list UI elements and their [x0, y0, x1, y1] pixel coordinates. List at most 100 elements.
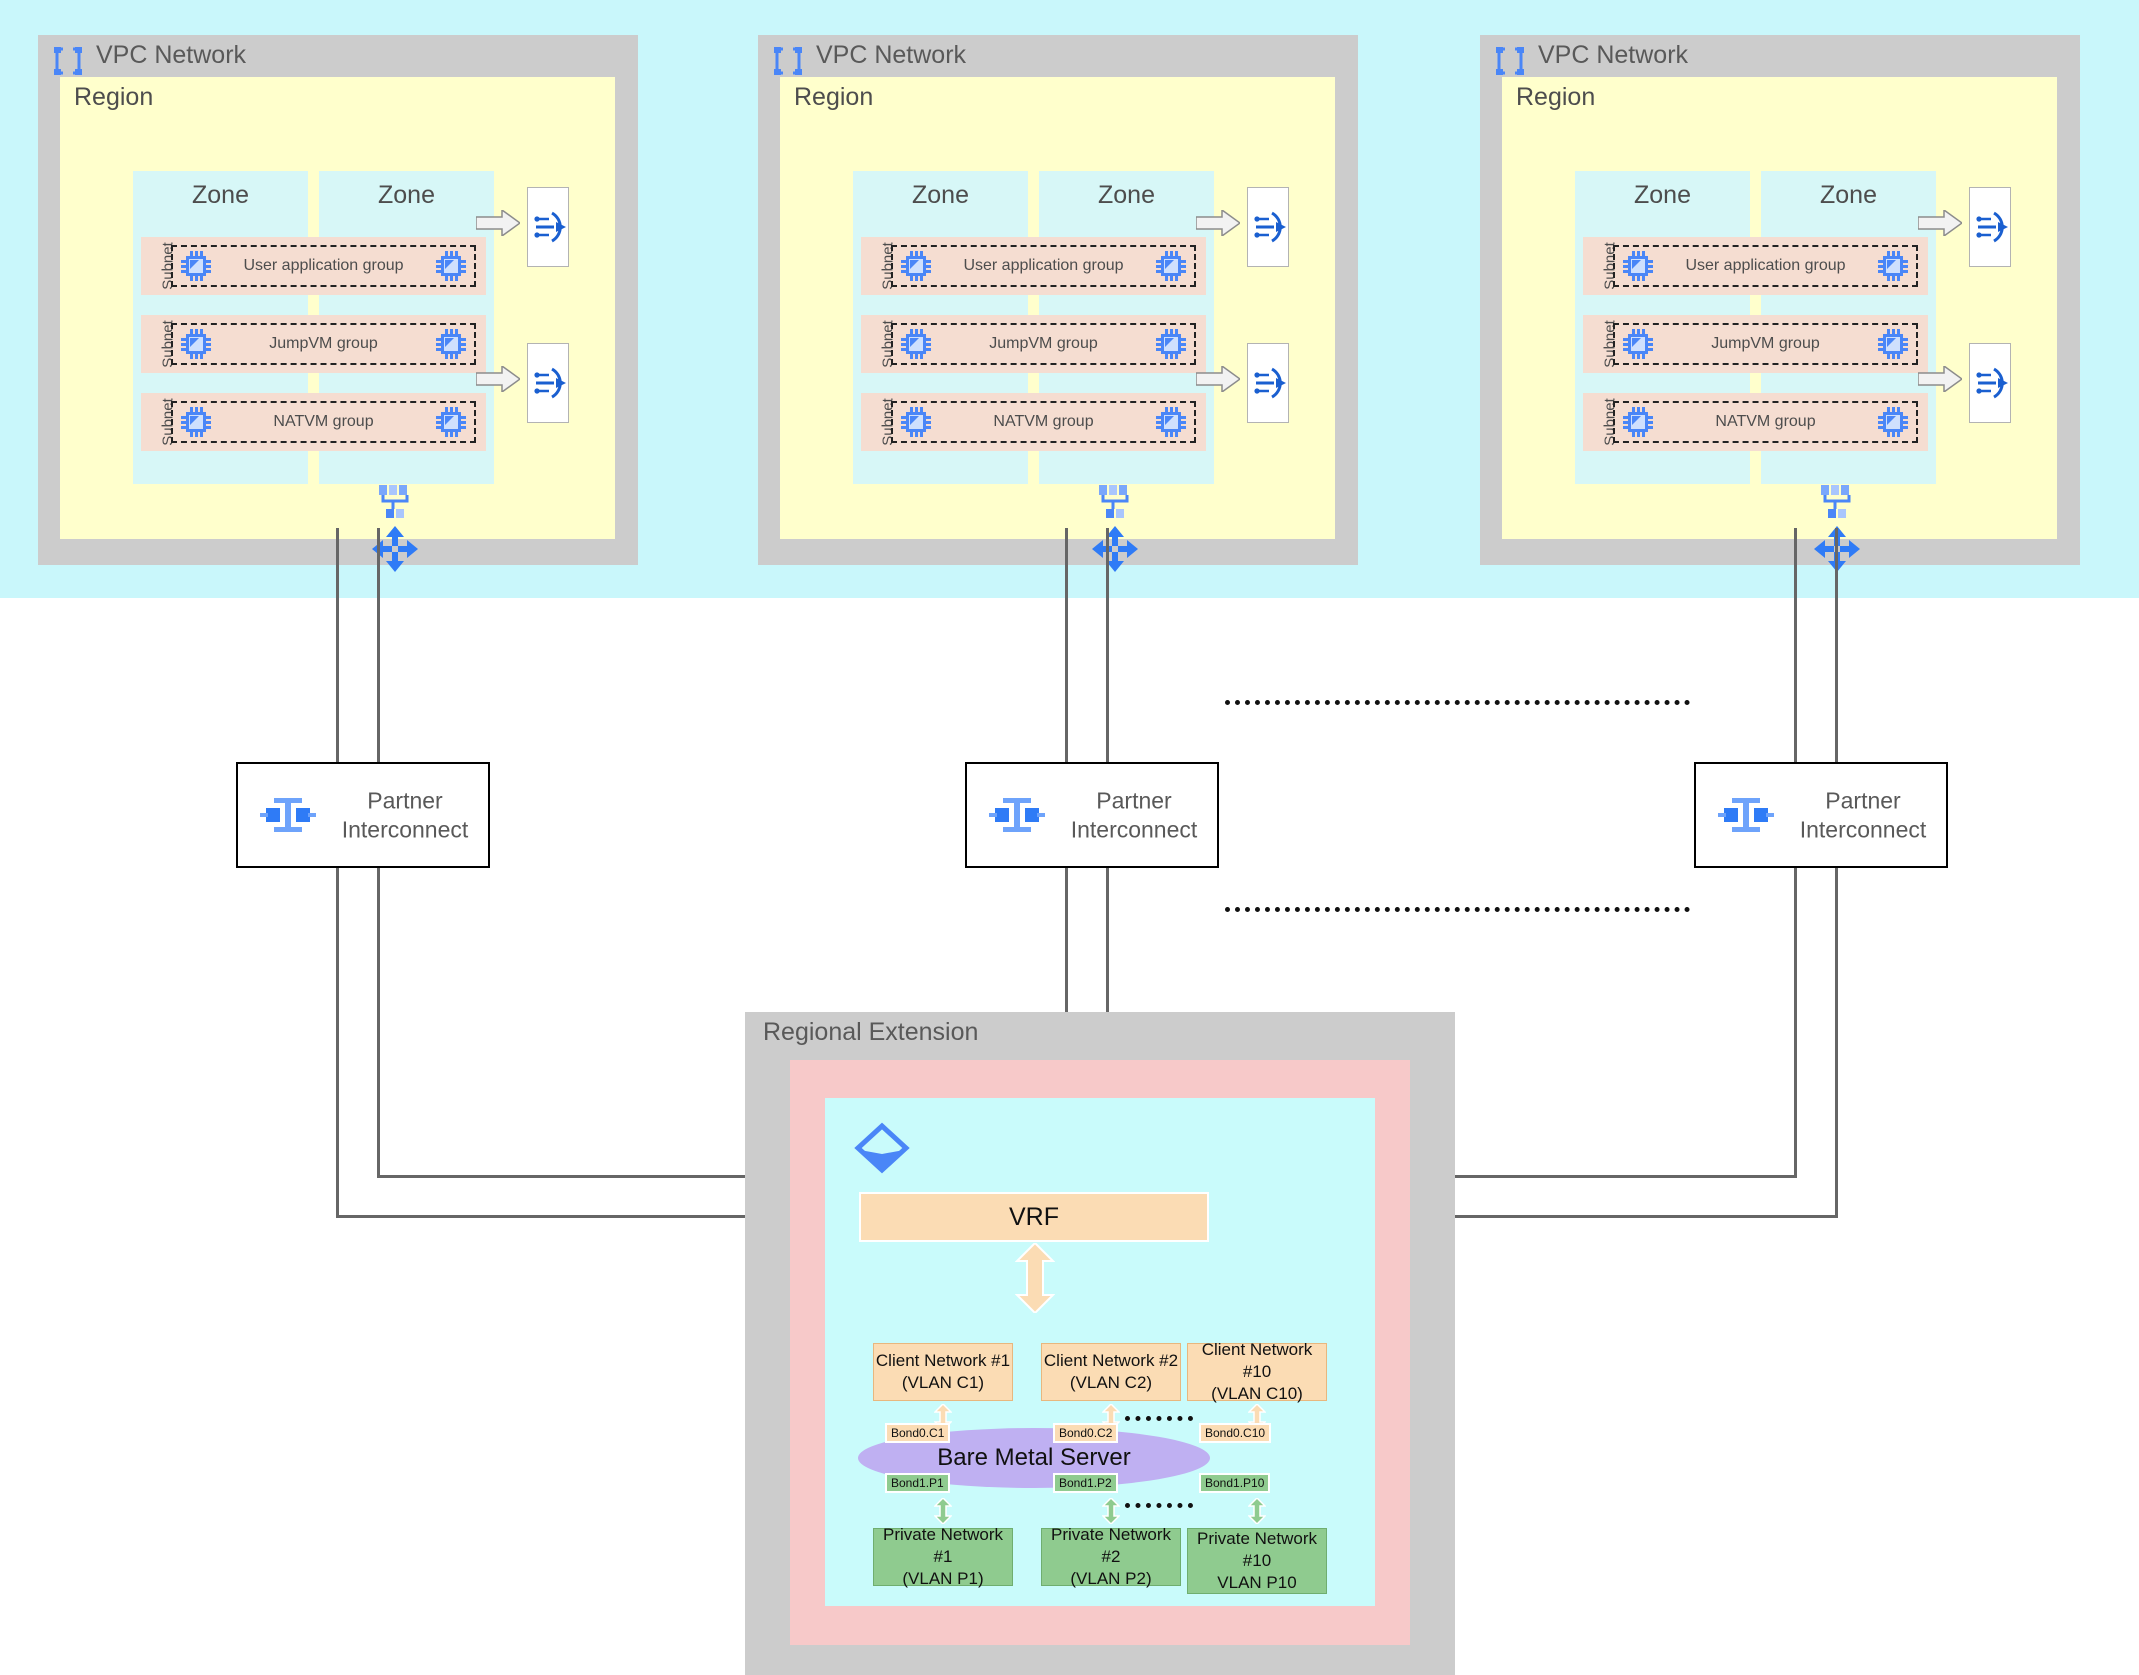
client-bond-label-3: Bond0.C10	[1199, 1423, 1272, 1443]
private-network-3[interactable]: Private Network #10 VLAN P10	[1187, 1528, 1327, 1594]
traffic-arrow	[1917, 208, 1964, 238]
network-hub-icon	[375, 485, 415, 521]
instance-group-label: JumpVM group	[1711, 335, 1820, 352]
vrf-box[interactable]: VRF	[859, 1192, 1209, 1242]
private-bond-label-3: Bond1.P10	[1199, 1473, 1271, 1493]
subnet-2-1: Subnet User application group	[861, 237, 1206, 295]
vm-chip-icon	[1878, 251, 1908, 281]
gateway-box-3-bottom[interactable]	[1969, 343, 2011, 423]
link-pi3-b	[1835, 868, 1838, 1218]
dotted-separator-bottom	[1225, 907, 1690, 912]
instance-group-1-2[interactable]: JumpVM group	[171, 323, 476, 365]
vm-chip-icon	[181, 407, 211, 437]
zone-label: Zone	[912, 181, 969, 209]
instance-group-label: User application group	[1685, 257, 1846, 274]
regional-extension-inner-cyan: VRF Client Network #1 (VLAN C1) Client N…	[825, 1098, 1375, 1606]
partner-interconnect-2[interactable]: Partner Interconnect	[965, 762, 1219, 868]
instance-group-label: NATVM group	[273, 413, 374, 430]
vm-chip-icon	[1878, 407, 1908, 437]
gateway-box-2-bottom[interactable]	[1247, 343, 1289, 423]
traffic-arrow	[1195, 364, 1242, 394]
client-ellipsis	[1125, 1416, 1193, 1421]
private-network-line2: #10	[1242, 1550, 1272, 1570]
instance-group-1-3[interactable]: NATVM group	[171, 401, 476, 443]
vpc-network-1: VPC Network Region Zone Zone Subnet User…	[38, 35, 638, 572]
link-vpc1-a	[336, 528, 339, 762]
regional-extension-inner-pink: VRF Client Network #1 (VLAN C1) Client N…	[790, 1060, 1410, 1645]
private-bond-arrow-1	[933, 1496, 953, 1526]
dotted-separator-top	[1225, 700, 1690, 705]
client-network-line1: Client Network #1	[875, 1350, 1011, 1370]
network-hub-icon	[1817, 485, 1857, 521]
region-3: Region Zone Zone Subnet User application…	[1502, 77, 2057, 539]
gateway-box-1-bottom[interactable]	[527, 343, 569, 423]
instance-group-label: User application group	[243, 257, 404, 274]
vpc-network-title: VPC Network	[1538, 41, 1689, 69]
vpc-network-title: VPC Network	[816, 41, 967, 69]
private-network-line1: Private Network #1	[883, 1524, 1003, 1566]
private-network-2[interactable]: Private Network #2 (VLAN P2)	[1041, 1525, 1181, 1588]
cloud-router-icon	[1092, 526, 1138, 572]
private-network-1[interactable]: Private Network #1 (VLAN P1)	[873, 1524, 1013, 1589]
vm-chip-icon	[436, 407, 466, 437]
private-bond-arrow-3	[1247, 1496, 1267, 1526]
client-network-3[interactable]: Client Network #10 (VLAN C10)	[1187, 1339, 1327, 1403]
region-2: Region Zone Zone Subnet User application…	[780, 77, 1335, 539]
vpc-network-icon	[772, 45, 804, 77]
region-title: Region	[74, 83, 154, 111]
pi-label-line2: Interconnect	[1799, 816, 1927, 842]
link-pi3-a-h	[1320, 1175, 1797, 1178]
partner-interconnect-icon	[989, 792, 1045, 838]
zone-label: Zone	[1634, 181, 1691, 209]
instance-group-3-3[interactable]: NATVM group	[1613, 401, 1918, 443]
vpc-network-icon	[1494, 45, 1526, 77]
instance-group-1-1[interactable]: User application group	[171, 245, 476, 287]
link-vpc2-b	[1106, 528, 1109, 762]
cloud-router-icon	[372, 526, 418, 572]
vm-chip-icon	[436, 329, 466, 359]
vm-chip-icon	[901, 251, 931, 281]
gateway-box-1-top[interactable]	[527, 187, 569, 267]
vm-chip-icon	[436, 251, 466, 281]
regional-extension: Regional Extension VRF	[745, 1012, 1455, 1675]
vrf-client-bidir-arrow	[1014, 1241, 1056, 1315]
vm-chip-icon	[1156, 407, 1186, 437]
vm-chip-icon	[1878, 329, 1908, 359]
client-network-line1: Client Network #10	[1201, 1339, 1313, 1381]
vm-chip-icon	[181, 329, 211, 359]
vpc-network-icon	[52, 45, 84, 77]
zone-label: Zone	[378, 181, 435, 209]
vm-chip-icon	[1623, 251, 1653, 281]
instance-group-label: NATVM group	[993, 413, 1094, 430]
instance-group-3-1[interactable]: User application group	[1613, 245, 1918, 287]
partner-interconnect-1[interactable]: Partner Interconnect	[236, 762, 490, 868]
gateway-box-2-top[interactable]	[1247, 187, 1289, 267]
link-pi1-b	[377, 868, 380, 1178]
private-network-line2: (VLAN P1)	[902, 1569, 984, 1589]
instance-group-3-2[interactable]: JumpVM group	[1613, 323, 1918, 365]
layers-stack-icon	[852, 1120, 912, 1180]
link-vpc3-b	[1835, 528, 1838, 762]
partner-interconnect-3[interactable]: Partner Interconnect	[1694, 762, 1948, 868]
client-bond-label-1: Bond0.C1	[885, 1423, 951, 1443]
pi-label-line1: Partner	[1096, 787, 1172, 814]
zone-label: Zone	[1098, 181, 1155, 209]
instance-group-2-2[interactable]: JumpVM group	[891, 323, 1196, 365]
instance-group-label: NATVM group	[1715, 413, 1816, 430]
region-title: Region	[1516, 83, 1596, 111]
bare-metal-server-label: Bare Metal Server	[937, 1444, 1131, 1471]
client-network-1[interactable]: Client Network #1 (VLAN C1)	[873, 1343, 1013, 1401]
zone-label: Zone	[1820, 181, 1877, 209]
gateway-icon	[1976, 211, 2008, 243]
client-network-2[interactable]: Client Network #2 (VLAN C2)	[1041, 1343, 1181, 1401]
instance-group-label: JumpVM group	[989, 335, 1098, 352]
gateway-box-3-top[interactable]	[1969, 187, 2011, 267]
client-bond-label-2: Bond0.C2	[1053, 1423, 1119, 1443]
link-vpc2-a	[1065, 528, 1068, 762]
instance-group-2-3[interactable]: NATVM group	[891, 401, 1196, 443]
link-pi1-a-h	[336, 1215, 856, 1218]
instance-group-2-1[interactable]: User application group	[891, 245, 1196, 287]
partner-interconnect-label: Partner Interconnect	[1788, 786, 1938, 844]
gateway-icon	[1254, 211, 1286, 243]
vrf-label: VRF	[1009, 1202, 1059, 1231]
